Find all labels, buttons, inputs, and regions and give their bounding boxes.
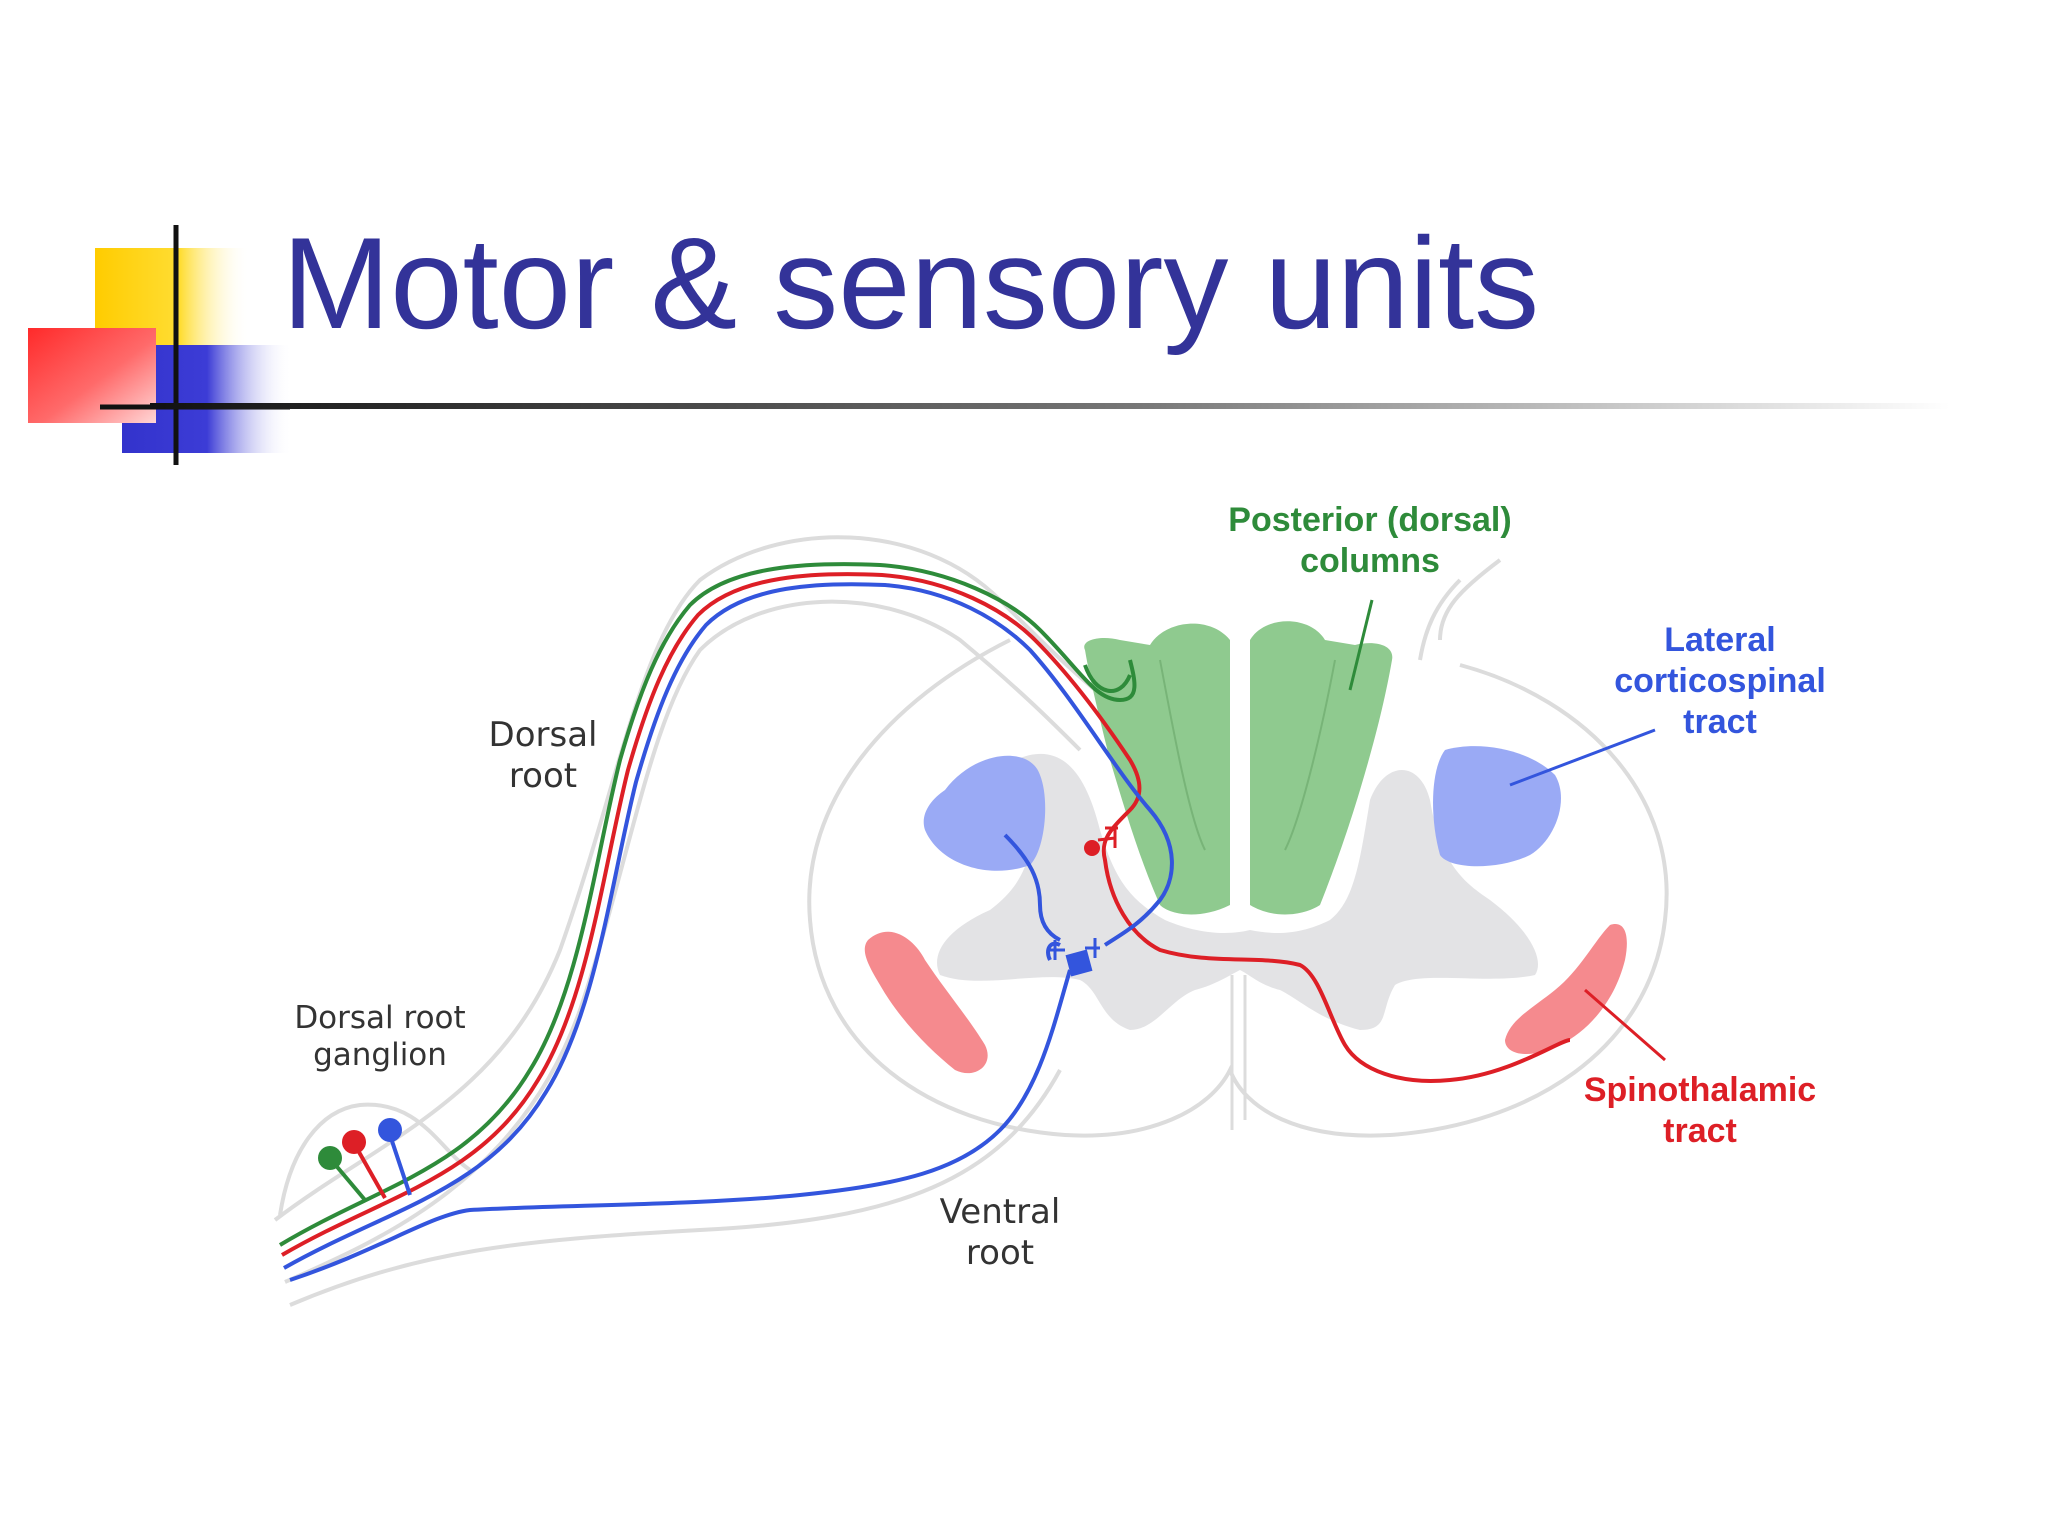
blue-ganglion-cell bbox=[378, 1118, 402, 1142]
spinothalamic-left bbox=[864, 931, 988, 1074]
posterior-columns-left bbox=[1084, 623, 1230, 915]
red-synapse-terminal bbox=[1097, 826, 1118, 848]
corticospinal-line-3: tract bbox=[1683, 702, 1757, 741]
green-ganglion-cell bbox=[318, 1146, 342, 1170]
dorsal-root-line-2: root bbox=[508, 755, 578, 796]
ventral-root-line-2: root bbox=[965, 1232, 1035, 1273]
posterior-columns-right bbox=[1250, 621, 1393, 915]
ventral-root-sheath bbox=[289, 1069, 1062, 1307]
ganglion-sheath bbox=[278, 1102, 472, 1216]
dorsal-root-line-1: Dorsal bbox=[488, 715, 598, 755]
lateral-corticospinal-label: Lateral corticospinal tract bbox=[1595, 620, 1845, 742]
blue-synapse-terminals bbox=[1050, 938, 1100, 960]
ganglion-line-2: ganglion bbox=[313, 1037, 447, 1074]
posterior-columns-shading bbox=[1159, 659, 1336, 851]
dorsal-root-ganglion-label: Dorsal root ganglion bbox=[280, 1000, 480, 1074]
motor-neuron-body bbox=[1065, 949, 1093, 977]
spinothalamic-label: Spinothalamic tract bbox=[1570, 1070, 1830, 1152]
ventral-fissure bbox=[1230, 975, 1247, 1130]
lateral-corticospinal-right bbox=[1433, 746, 1561, 867]
green-ending bbox=[1083, 664, 1132, 693]
green-sensory-fiber bbox=[278, 562, 1137, 1247]
dorsal-median-sulcus bbox=[1418, 558, 1502, 661]
blue-sensory-fiber bbox=[283, 582, 1174, 1270]
spinothalamic-line-2: tract bbox=[1663, 1111, 1737, 1150]
ventral-root-label: Ventral root bbox=[915, 1192, 1085, 1274]
blue-motor-fiber bbox=[289, 969, 1072, 1282]
posterior-columns-leader bbox=[1348, 599, 1374, 691]
blue-cell-stalk bbox=[388, 1134, 412, 1196]
corner-decoration bbox=[28, 225, 292, 465]
lateral-corticospinal-leader bbox=[1509, 728, 1656, 787]
ganglion-line-1: Dorsal root bbox=[294, 1000, 466, 1036]
lateral-corticospinal-left bbox=[923, 755, 1046, 871]
spinothalamic-line-1: Spinothalamic bbox=[1583, 1071, 1817, 1109]
slide-title: Motor & sensory units bbox=[282, 210, 1540, 356]
red-cell-stalk bbox=[353, 1144, 387, 1199]
spinothalamic-leader bbox=[1584, 988, 1666, 1062]
red-sensory-fiber bbox=[280, 572, 1571, 1257]
red-synapse-dot bbox=[1084, 840, 1100, 856]
spinothalamic-right bbox=[1505, 924, 1627, 1055]
green-cell-stalk bbox=[331, 1160, 367, 1202]
posterior-line-2: columns bbox=[1300, 541, 1440, 580]
spinal-cord-outline bbox=[807, 638, 1669, 1138]
red-ganglion-cell bbox=[342, 1130, 366, 1154]
posterior-columns-label: Posterior (dorsal) columns bbox=[1210, 500, 1530, 582]
dorsal-root-label: Dorsal root bbox=[468, 715, 618, 797]
ventral-root-line-1: Ventral bbox=[939, 1192, 1061, 1232]
blue-interneuron bbox=[1003, 833, 1061, 961]
corticospinal-line-1: Lateral bbox=[1664, 621, 1776, 659]
posterior-line-1: Posterior (dorsal) bbox=[1228, 501, 1512, 539]
title-underline bbox=[150, 403, 1950, 409]
corticospinal-line-2: corticospinal bbox=[1614, 661, 1826, 700]
